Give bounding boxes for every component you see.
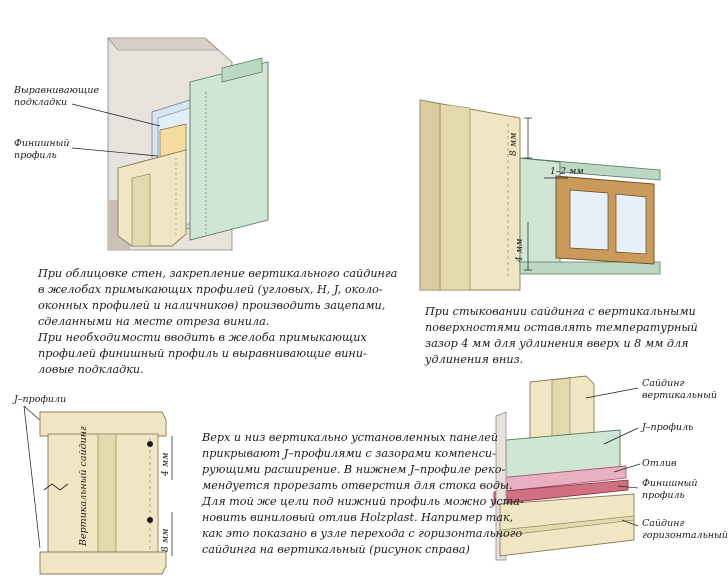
dim-4mm-label: 4 мм	[161, 452, 171, 477]
window-glass-left	[569, 189, 609, 251]
caption-line: мендуется прорезать отверстия для стока …	[202, 479, 513, 492]
label-vertical-siding: Вертикальный сайдинг	[78, 426, 89, 547]
caption-line: При облицовке стен, закрепление вертикал…	[38, 267, 398, 280]
caption-line: Верх и низ вертикально установленных пан…	[202, 431, 499, 444]
caption-line: Для той же цели под нижний профиль можно…	[202, 495, 524, 508]
leader-node-finish	[617, 485, 639, 489]
dim-8mm-label: 8 мм	[161, 528, 171, 552]
caption-line: рующими расширение. В нижнем J–профиле р…	[202, 463, 506, 476]
nail-bottom	[147, 517, 153, 523]
j-profile-bottom	[39, 551, 167, 575]
caption-line: При стыковании сайдинга с вертикальными	[425, 305, 696, 318]
leader-shims	[71, 103, 161, 127]
label-j-profiles: J–профили	[12, 394, 66, 405]
j-profile-window-bottom	[519, 261, 661, 275]
vertical-siding-ridge	[97, 433, 117, 555]
j-profile-top	[39, 411, 167, 437]
j-profile-green	[189, 61, 269, 241]
siding-panel-ridge	[439, 103, 471, 291]
leader-j-bottom	[23, 405, 41, 549]
figure-j-profiles: J–профили Вертикальный сайдинг 4 мм 8 мм	[12, 394, 173, 575]
figure-window-junction: 8 мм 1–2 мм 4 мм	[419, 99, 661, 291]
caption-line: оконных профилей и наличников) производи…	[38, 299, 386, 312]
caption-line: новить виниловый отлив Holzplast. Наприм…	[202, 511, 514, 524]
caption-top-left: При облицовке стен, закрепление вертикал…	[38, 266, 397, 378]
leader-node-horizontal	[621, 519, 639, 527]
dim-top-label: 8 мм	[509, 132, 519, 156]
caption-line: удлинения вниз.	[425, 353, 524, 366]
caption-line: зазор 4 мм для удлинения вверх и 8 мм дл…	[425, 337, 689, 350]
window-glass-right	[615, 193, 647, 255]
caption-line: прикрывают J–профилями с зазорами компен…	[202, 447, 496, 460]
leader-j-top	[23, 405, 43, 423]
siding-panel-edge	[419, 99, 441, 291]
j-profile-window-top	[519, 157, 661, 181]
break-mark	[43, 483, 69, 491]
label-node-j: J–профиль	[640, 422, 693, 433]
caption-bottom-middle: Верх и низ вертикально установленных пан…	[202, 430, 524, 558]
caption-line: поверхностями оставлять температурный	[425, 321, 698, 334]
caption-line: сделанными на месте отреза винила.	[38, 315, 270, 328]
leader-node-j	[603, 427, 639, 445]
caption-line: в желобах примыкающих профилей (угловых,…	[38, 283, 383, 296]
caption-line: сайдинга на вертикальный (рисунок справа…	[202, 543, 470, 556]
wall-top	[107, 37, 219, 51]
label-node-drip: Отлив	[642, 458, 677, 469]
caption-line: профилей финишный профиль и выравнивающи…	[38, 347, 367, 360]
node-finish-profile	[493, 479, 629, 505]
nail-top	[147, 441, 153, 447]
siding-ridge	[131, 173, 151, 247]
j-profile-flange	[221, 57, 263, 83]
leader-finish	[71, 147, 159, 157]
leader-node-vertical	[585, 387, 639, 399]
node-horizontal-siding-lap	[499, 515, 635, 537]
caption-line: как это показано в узле перехода с гориз…	[202, 527, 523, 540]
caption-line: При необходимости вводить в желоба примы…	[38, 331, 367, 344]
caption-top-right: При стыковании сайдинга с вертикальными …	[425, 304, 698, 368]
caption-line: ловые подкладки.	[38, 363, 144, 376]
dim-gap-label: 1–2 мм	[550, 167, 584, 177]
leader-node-drip	[613, 463, 641, 473]
dim-bottom-label: 4 мм	[515, 238, 525, 263]
